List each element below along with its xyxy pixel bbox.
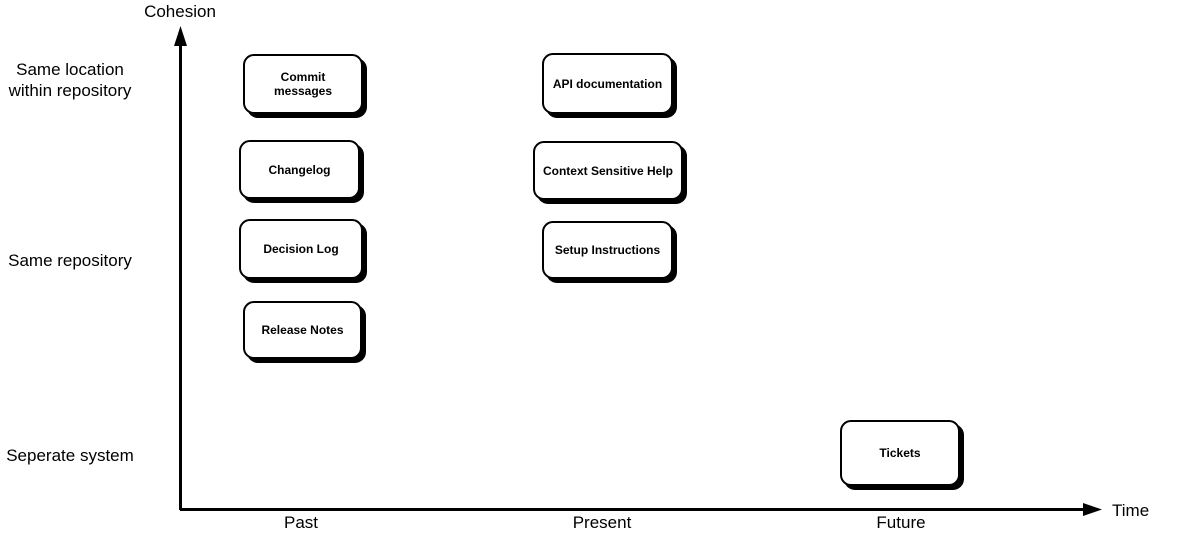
y-axis-arrowhead-icon (174, 26, 187, 46)
x-axis-arrowhead-icon (1083, 503, 1102, 516)
x-category-present: Present (572, 513, 632, 532)
node-decision-log: Decision Log (239, 219, 363, 279)
y-category-seperate-system: Seperate system (6, 446, 134, 465)
node-api-documentation: API documentation (542, 53, 673, 114)
node-commit-messages: Commit messages (243, 54, 363, 114)
y-category-same-repository: Same repository (8, 251, 132, 270)
node-context-sensitive-help: Context Sensitive Help (533, 141, 683, 200)
node-tickets: Tickets (840, 420, 960, 486)
y-axis-title: Cohesion (144, 2, 216, 21)
node-setup-instructions: Setup Instructions (542, 221, 673, 279)
node-release-notes: Release Notes (243, 301, 362, 359)
x-category-future: Future (876, 513, 926, 532)
x-axis-title: Time (1112, 501, 1150, 520)
y-category-same-location-within-repository: Same location within repository (8, 60, 132, 100)
node-changelog: Changelog (239, 140, 360, 199)
x-category-past: Past (283, 513, 319, 532)
